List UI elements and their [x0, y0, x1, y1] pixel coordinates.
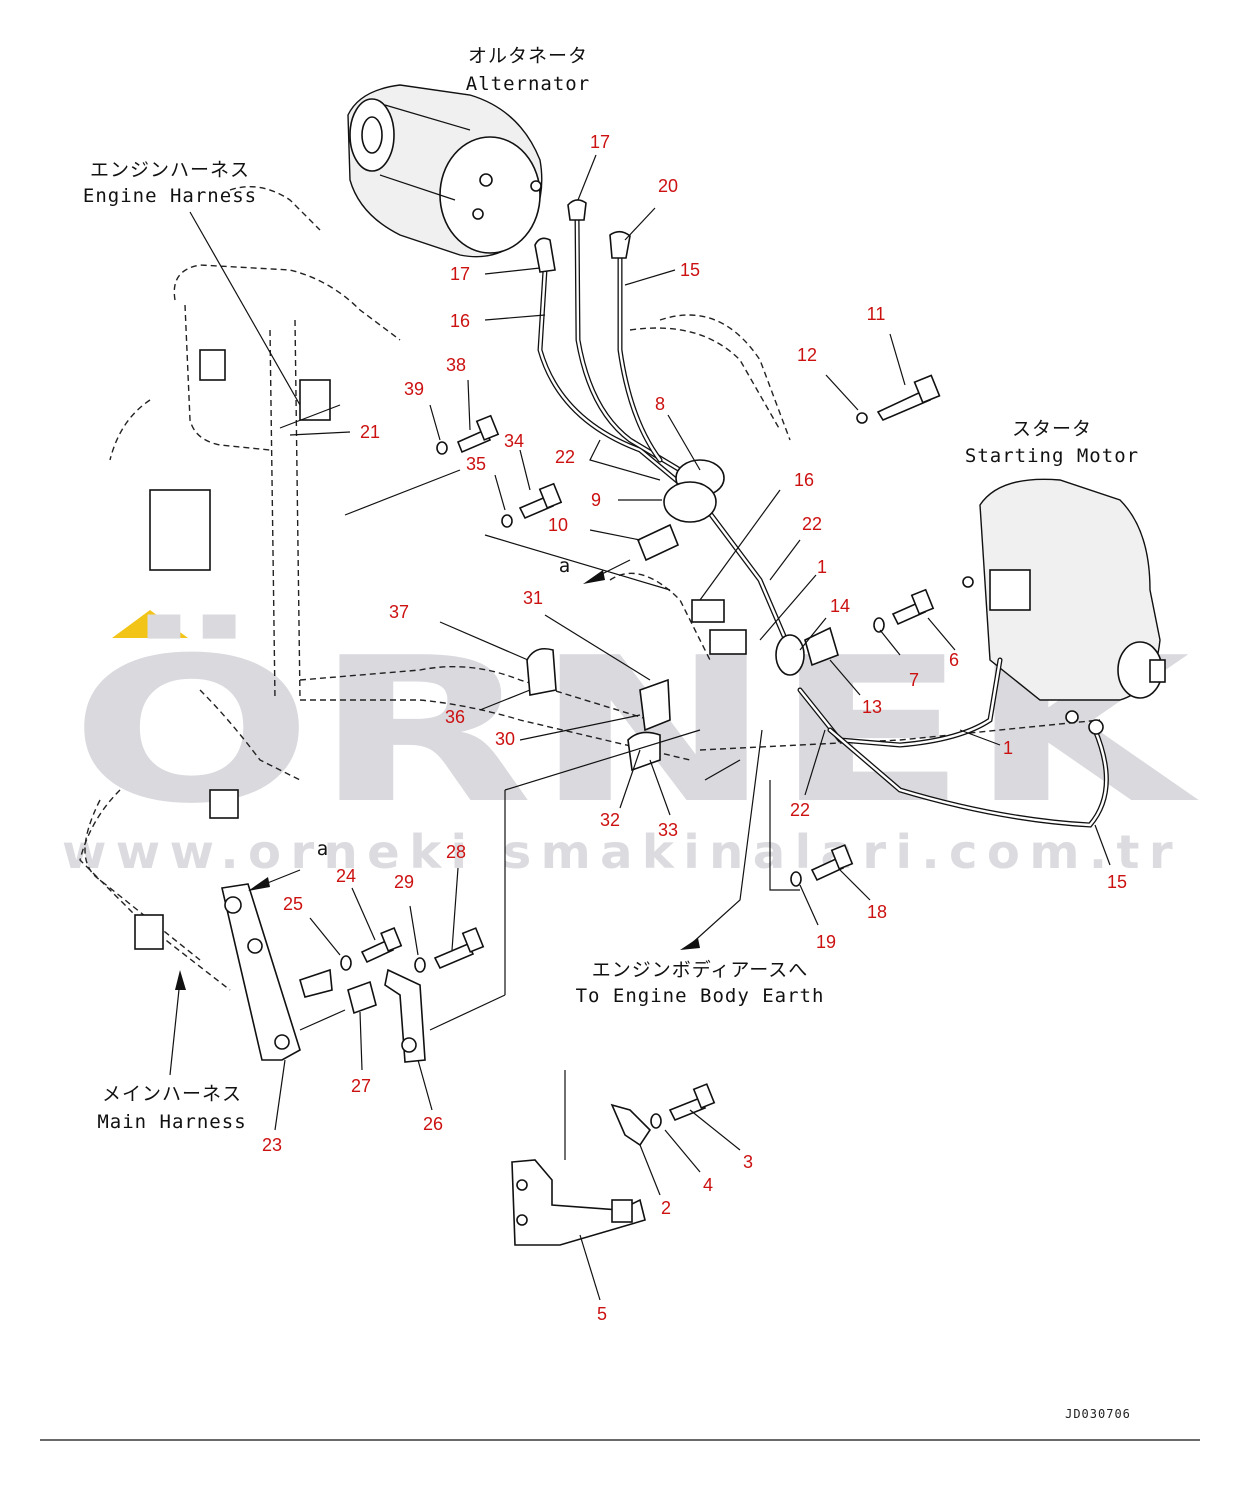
main-harness-caption-jp: メインハーネス [102, 1083, 242, 1105]
callout-7: 7 [909, 670, 919, 690]
callout-35: 35 [466, 454, 486, 474]
callout-34: 34 [504, 431, 524, 451]
callout-29: 29 [394, 872, 414, 892]
callout-28: 28 [446, 842, 466, 862]
alternator-drawing [347, 84, 543, 258]
callout-11: 11 [867, 304, 886, 324]
callout-25: 25 [283, 894, 303, 914]
callout-12: 12 [797, 345, 817, 365]
engine-harness-caption-jp: エンジンハーネス [90, 159, 250, 181]
callout-8: 8 [655, 394, 665, 414]
callout-26: 26 [423, 1114, 443, 1134]
leader-lines [169, 154, 1111, 1301]
watermark-accent-icon [112, 610, 188, 638]
callout-36: 36 [445, 707, 465, 727]
view-a-label-upper: a [559, 555, 571, 577]
callout-16: 16 [450, 311, 470, 331]
callout-14: 14 [830, 596, 850, 616]
document-id: JD030706 [1065, 1407, 1131, 1421]
callout-numbers: 17 20 17 15 16 11 12 38 39 21 34 35 8 22… [262, 132, 1127, 1324]
engine-harness-drawing [40, 185, 1200, 1441]
callout-37: 37 [389, 602, 409, 622]
callout-33: 33 [658, 820, 678, 840]
callout-15: 15 [1107, 872, 1127, 892]
watermark-url: www.orneki smakinalari.com.tr [62, 825, 1182, 879]
callout-15: 15 [680, 260, 700, 280]
callout-5: 5 [597, 1304, 607, 1324]
callout-2: 2 [661, 1198, 671, 1218]
callout-10: 10 [548, 515, 568, 535]
starting-motor-drawing [962, 478, 1166, 701]
callout-31: 31 [523, 588, 543, 608]
callout-22: 22 [790, 800, 810, 820]
callout-9: 9 [591, 490, 601, 510]
hardware-parts [221, 374, 941, 1246]
callout-27: 27 [351, 1076, 371, 1096]
callout-23: 23 [262, 1135, 282, 1155]
callout-32: 32 [600, 810, 620, 830]
callout-4: 4 [703, 1175, 713, 1195]
callout-30: 30 [495, 729, 515, 749]
callout-3: 3 [743, 1152, 753, 1172]
callout-16: 16 [794, 470, 814, 490]
main-harness-caption-en: Main Harness [97, 1111, 246, 1133]
callout-1: 1 [1003, 738, 1013, 758]
callout-13: 13 [862, 697, 882, 717]
starting-motor-caption-jp: スタータ [1012, 418, 1092, 440]
callout-21: 21 [360, 422, 380, 442]
callout-6: 6 [949, 650, 959, 670]
callout-38: 38 [446, 355, 466, 375]
callout-17: 17 [450, 264, 470, 284]
starting-motor-caption-en: Starting Motor [965, 445, 1139, 467]
callout-1: 1 [817, 557, 827, 577]
engine-harness-caption-en: Engine Harness [83, 185, 257, 207]
callout-22: 22 [802, 514, 822, 534]
callout-18: 18 [867, 902, 887, 922]
alternator-cables [534, 199, 1109, 828]
captions: オルタネータ Alternator エンジンハーネス Engine Harnes… [83, 45, 1139, 1421]
engine-earth-caption-en: To Engine Body Earth [576, 985, 825, 1007]
alternator-caption-jp: オルタネータ [468, 45, 588, 67]
engine-earth-caption-jp: エンジンボディアースへ [592, 959, 809, 981]
view-a-label-lower: a [317, 838, 329, 860]
callout-22: 22 [555, 447, 575, 467]
alternator-caption-en: Alternator [466, 73, 590, 95]
callout-24: 24 [336, 866, 356, 886]
callout-39: 39 [404, 379, 424, 399]
callout-20: 20 [658, 176, 678, 196]
callout-19: 19 [816, 932, 836, 952]
callout-17: 17 [590, 132, 610, 152]
